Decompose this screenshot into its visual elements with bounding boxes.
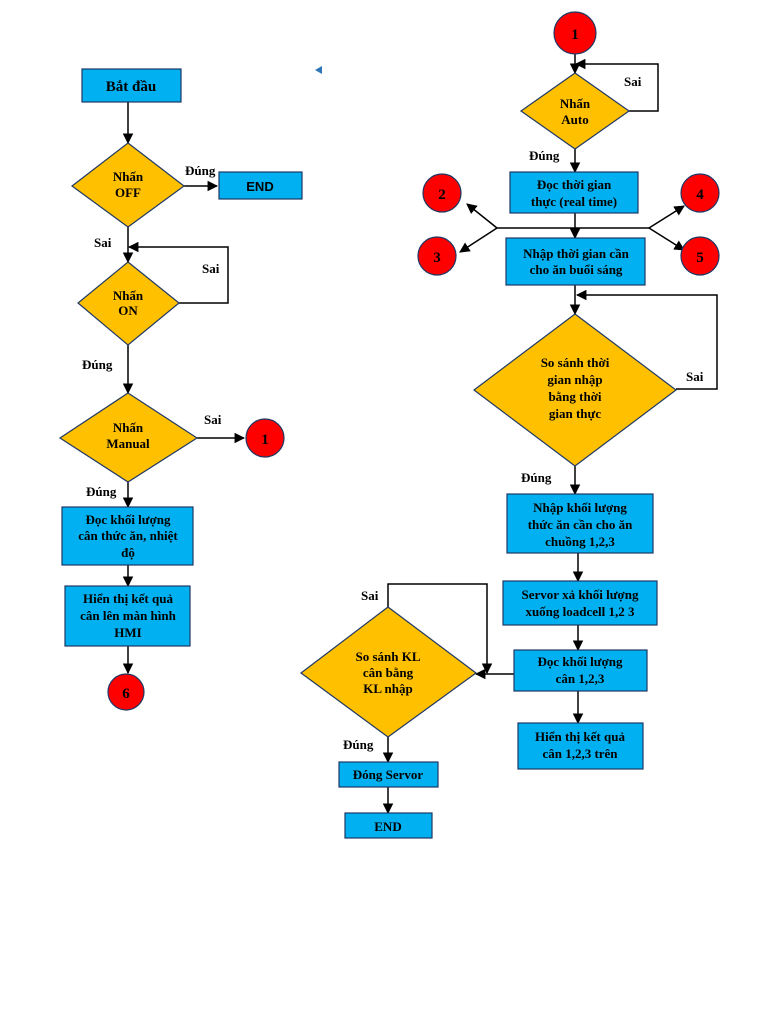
compare-kl-line1: So sánh KL	[355, 649, 420, 664]
on-no-label: Sai	[202, 261, 220, 276]
connector-6: 6	[107, 673, 145, 711]
connector-4-label: 4	[696, 187, 704, 203]
read-mass-box-left: Đọc khối lượng cân thức ăn, nhiệt độ	[61, 506, 194, 566]
flow-branch-to-2	[466, 203, 498, 229]
flow-kl-loop	[387, 583, 493, 675]
compare-time-line3: bằng thời	[548, 389, 601, 404]
flow-auto-loop	[574, 58, 659, 112]
compare-time-line2: gian nhập	[547, 372, 602, 387]
realtime-box: Đọc thời gian thực (real time)	[509, 171, 639, 214]
connector-1-right: 1	[553, 11, 597, 55]
decision-compare-time: So sánh thời gian nhập bằng thời gian th…	[473, 313, 677, 467]
morning-line1: Nhập thời gian cần	[523, 246, 630, 261]
compare-time-line4: gian thực	[549, 406, 601, 421]
auto-no-label: Sai	[624, 74, 642, 89]
show-box-line2: cân lên màn hình	[80, 608, 176, 623]
end-box-right: END	[344, 812, 433, 839]
flow-branch-to-3	[459, 227, 498, 253]
read-box-line2: cân thức ăn, nhiệt	[78, 528, 178, 543]
decision-manual-line2: Manual	[106, 436, 150, 451]
on-yes-label: Đúng	[82, 357, 113, 372]
decision-auto: Nhấn Auto	[519, 72, 631, 150]
show-box-line1: Hiển thị kết quả	[83, 591, 173, 606]
decision-off-line1: Nhấn	[113, 169, 144, 184]
decision-off: Nhấn OFF	[70, 142, 186, 228]
servor-box: Servor xả khối lượng xuống loadcell 1,2 …	[502, 580, 658, 626]
input-mass-line3: chuồng 1,2,3	[545, 534, 615, 549]
close-servor-label: Đóng Servor	[353, 767, 424, 782]
connector-1-left: 1	[245, 418, 285, 458]
connector-2-label: 2	[438, 187, 446, 203]
servor-line2: xuống loadcell 1,2 3	[525, 604, 635, 619]
read-mass-box-right: Đọc khối lượng cân 1,2,3	[513, 649, 648, 692]
decision-on-line2: ON	[118, 303, 138, 318]
start-label: Bắt đầu	[106, 79, 156, 95]
manual-yes-label: Đúng	[86, 484, 117, 499]
read-mass-line1: Đọc khối lượng	[537, 654, 623, 669]
morning-line2: cho ăn buổi sáng	[530, 262, 623, 277]
decision-on: Nhấn ON	[77, 261, 180, 346]
close-servor-box: Đóng Servor	[338, 761, 439, 788]
compare-kl-line3: KL nhập	[363, 681, 413, 696]
connector-1-right-label: 1	[571, 27, 579, 43]
auto-yes-label: Đúng	[529, 148, 560, 163]
decision-compare-kl: So sánh KL cân bằng KL nhập	[299, 606, 478, 738]
flow-on-loop	[127, 241, 229, 304]
connector-2: 2	[422, 173, 462, 213]
show-box-line3: HMI	[114, 625, 141, 640]
input-mass-box: Nhập khối lượng thức ăn cần cho ăn chuồn…	[506, 493, 654, 554]
flow-compare-loop	[575, 289, 718, 390]
compare-yes-label: Đúng	[521, 470, 552, 485]
show-result-line2: cân 1,2,3 trên	[542, 746, 618, 761]
servor-line1: Servor xả khối lượng	[522, 587, 639, 602]
decision-off-line2: OFF	[115, 185, 141, 200]
connector-3-label: 3	[433, 250, 441, 266]
realtime-line2: thực (real time)	[531, 194, 617, 209]
read-mass-line2: cân 1,2,3	[556, 671, 605, 686]
off-yes-label: Đúng	[185, 163, 216, 178]
compare-kl-line2: cân bằng	[363, 665, 414, 680]
connector-4: 4	[680, 173, 720, 213]
manual-no-label: Sai	[204, 412, 222, 427]
morning-time-box: Nhập thời gian cần cho ăn buổi sáng	[505, 237, 646, 286]
end-box-left: END	[218, 171, 303, 200]
decision-on-line1: Nhấn	[113, 288, 144, 303]
off-no-label: Sai	[94, 235, 112, 250]
show-result-box-right: Hiển thị kết quả cân 1,2,3 trên	[517, 722, 644, 770]
realtime-line1: Đọc thời gian	[537, 177, 612, 192]
input-mass-line2: thức ăn cần cho ăn	[528, 517, 633, 532]
connector-5: 5	[680, 236, 720, 276]
end-right-label: END	[374, 819, 401, 834]
decision-manual: Nhấn Manual	[58, 392, 199, 483]
flow-branch-to-5	[648, 227, 685, 251]
kl-no-label: Sai	[361, 588, 379, 603]
decision-manual-line1: Nhấn	[113, 420, 144, 435]
connector-5-label: 5	[696, 250, 704, 266]
show-result-box-left: Hiển thị kết quả cân lên màn hình HMI	[64, 585, 191, 647]
input-mass-line1: Nhập khối lượng	[533, 500, 627, 515]
decision-auto-line2: Auto	[561, 112, 588, 127]
end-left-label: END	[246, 179, 273, 194]
stray-mark-icon	[315, 66, 322, 74]
connector-6-label: 6	[122, 686, 130, 702]
compare-time-line1: So sánh thời	[541, 355, 610, 370]
compare-no-label: Sai	[686, 369, 704, 384]
show-result-line1: Hiển thị kết quả	[535, 729, 625, 744]
decision-auto-line1: Nhấn	[560, 96, 591, 111]
read-box-line1: Đọc khối lượng	[85, 512, 171, 527]
start-box: Bắt đầu	[81, 68, 182, 103]
connector-1-left-label: 1	[261, 432, 269, 448]
flow-branch-to-4	[648, 205, 685, 229]
connector-3: 3	[417, 236, 457, 276]
kl-yes-label: Đúng	[343, 737, 374, 752]
read-box-line3: độ	[121, 545, 135, 560]
